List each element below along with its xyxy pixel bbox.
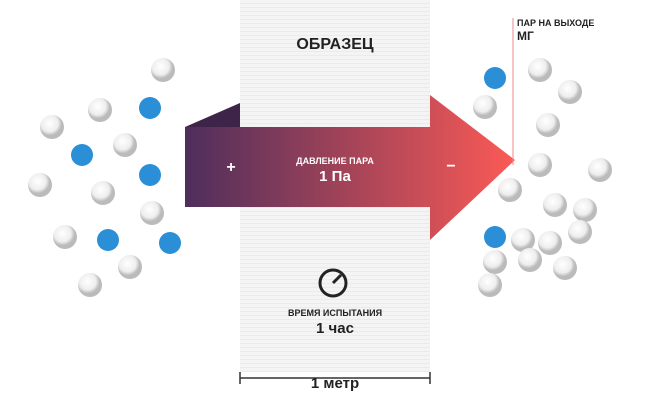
white-molecule	[528, 58, 552, 82]
distance-label: 1 метр	[310, 375, 360, 392]
pressure-value: 1 Па	[319, 168, 351, 185]
white-molecule	[88, 98, 112, 122]
blue-vapor-molecule	[139, 164, 161, 186]
white-molecule	[78, 273, 102, 297]
pressure-label: ДАВЛЕНИЕ ПАРА	[296, 156, 374, 166]
white-molecule	[538, 231, 562, 255]
ruler	[239, 372, 431, 384]
blue-vapor-molecule	[159, 232, 181, 254]
blue-vapor-molecule	[484, 67, 506, 89]
white-molecule	[518, 248, 542, 272]
molecules	[28, 58, 612, 297]
pressure-arrow	[185, 95, 515, 240]
white-molecule	[91, 181, 115, 205]
white-molecule	[473, 95, 497, 119]
blue-vapor-molecule	[139, 97, 161, 119]
white-molecule	[573, 198, 597, 222]
white-molecule	[568, 220, 592, 244]
white-molecule	[528, 153, 552, 177]
white-molecule	[28, 173, 52, 197]
white-molecule	[498, 178, 522, 202]
white-molecule	[118, 255, 142, 279]
minus-sign: −	[446, 158, 456, 175]
test-time-label: ВРЕМЯ ИСПЫТАНИЯ	[287, 308, 383, 318]
white-molecule	[536, 113, 560, 137]
white-molecule	[140, 201, 164, 225]
white-molecule	[558, 80, 582, 104]
output-unit: МГ	[517, 29, 534, 43]
white-molecule	[40, 115, 64, 139]
white-molecule	[553, 256, 577, 280]
white-molecule	[483, 250, 507, 274]
test-time-value: 1 час	[316, 320, 354, 337]
sample-title: ОБРАЗЕЦ	[296, 36, 374, 53]
blue-vapor-molecule	[484, 226, 506, 248]
timer-icon	[318, 268, 348, 298]
white-molecule	[53, 225, 77, 249]
white-molecule	[151, 58, 175, 82]
white-molecule	[478, 273, 502, 297]
plus-sign: +	[226, 159, 236, 176]
arrow-fold	[185, 103, 240, 127]
white-molecule	[588, 158, 612, 182]
white-molecule	[543, 193, 567, 217]
white-molecule	[511, 228, 535, 252]
output-label: ПАР НА ВЫХОДЕ	[517, 18, 595, 28]
blue-vapor-molecule	[97, 229, 119, 251]
blue-vapor-molecule	[71, 144, 93, 166]
white-molecule	[113, 133, 137, 157]
